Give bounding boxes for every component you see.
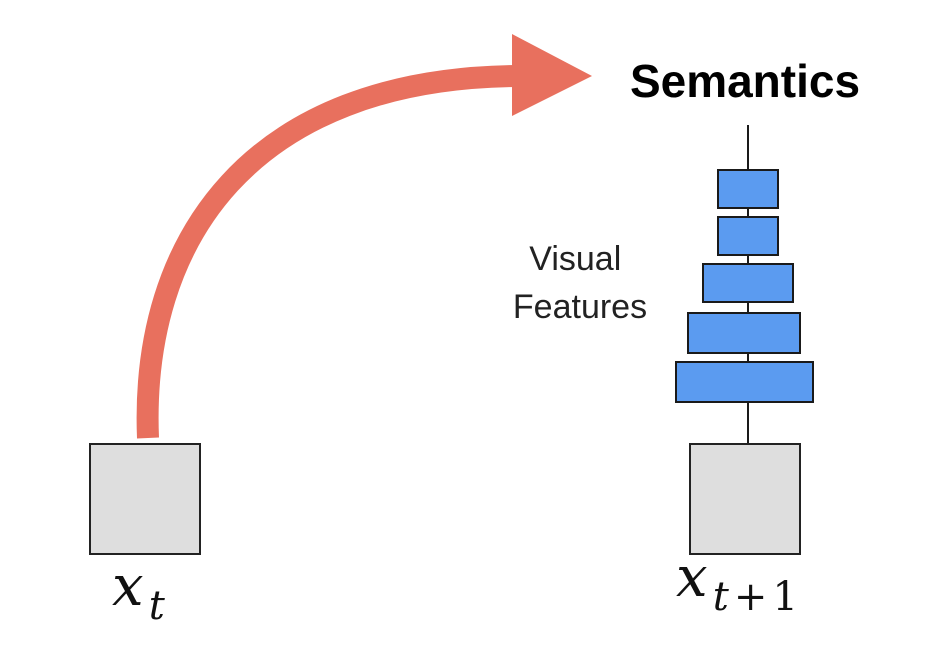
frame-t: [89, 443, 201, 555]
feature-block: [702, 263, 794, 303]
feature-stack: [675, 169, 814, 403]
visual-features-line2: Features: [513, 288, 647, 326]
label-x-t-plus-1: x t + 1: [676, 545, 798, 620]
curved-arrow-icon: [136, 34, 592, 439]
visual-features-label: Visual Features: [513, 240, 647, 326]
semantics-title: Semantics: [630, 55, 860, 107]
arrow-shaft: [136, 65, 519, 439]
feature-block: [675, 361, 814, 403]
frame-t-plus-1: [689, 443, 801, 555]
visual-features-line1: Visual: [529, 240, 621, 278]
feature-block: [687, 312, 801, 354]
feature-block: [717, 216, 779, 256]
feature-block: [717, 169, 779, 209]
label-x-t: x t: [112, 554, 166, 629]
arrowhead: [512, 34, 592, 116]
